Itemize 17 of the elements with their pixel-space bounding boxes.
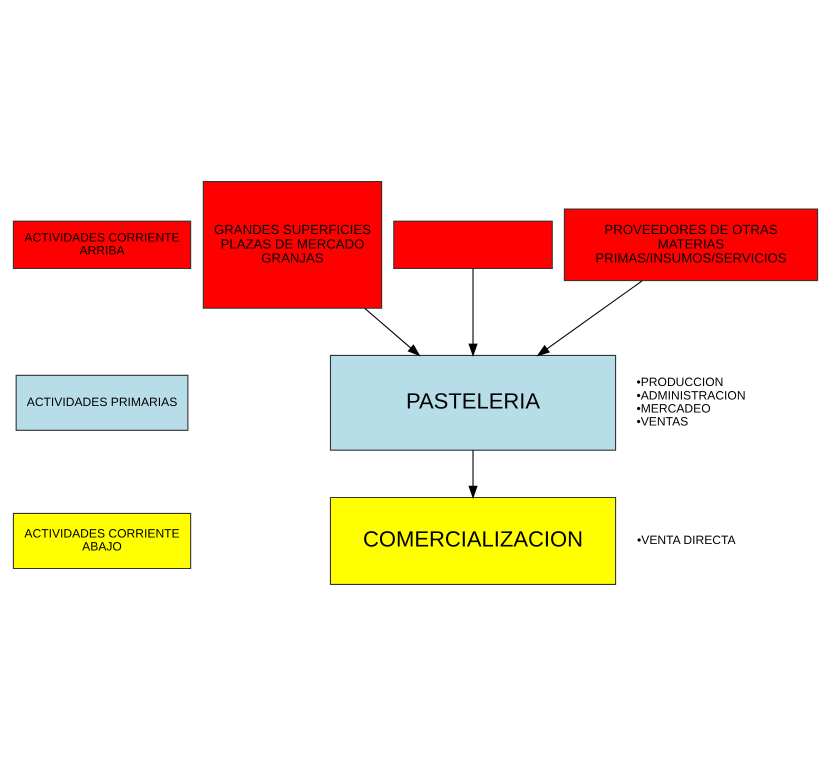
node-box: PASTELERIA — [329, 354, 616, 450]
arrow — [536, 280, 642, 356]
node-box: ACTIVIDADES PRIMARIAS — [15, 374, 188, 430]
node-box: ACTIVIDADES CORRIENTE ARRIBA — [12, 220, 191, 269]
node-label: •ADMINISTRACION — [636, 388, 746, 402]
arrow — [468, 450, 478, 498]
node-box: COMERCIALIZACION — [329, 496, 616, 584]
node-label: •PRODUCCION — [636, 374, 723, 389]
node-label: •VENTA DIRECTA — [636, 532, 736, 547]
arrow — [364, 307, 420, 356]
node-box — [392, 220, 552, 269]
node-label: •MERCADEO — [636, 401, 710, 416]
node-label: •VENTAS — [636, 414, 688, 428]
node-box: GRANDES SUPERFICIES PLAZAS DE MERCADO GRANJAS — [202, 180, 382, 308]
node-box: ACTIVIDADES CORRIENTE ABAJO — [12, 512, 191, 569]
node-box: PROVEEDORES DE OTRAS MATERIAS PRIMAS/INSUMOS/SERVICIOS — [563, 208, 818, 281]
arrow — [468, 268, 478, 356]
